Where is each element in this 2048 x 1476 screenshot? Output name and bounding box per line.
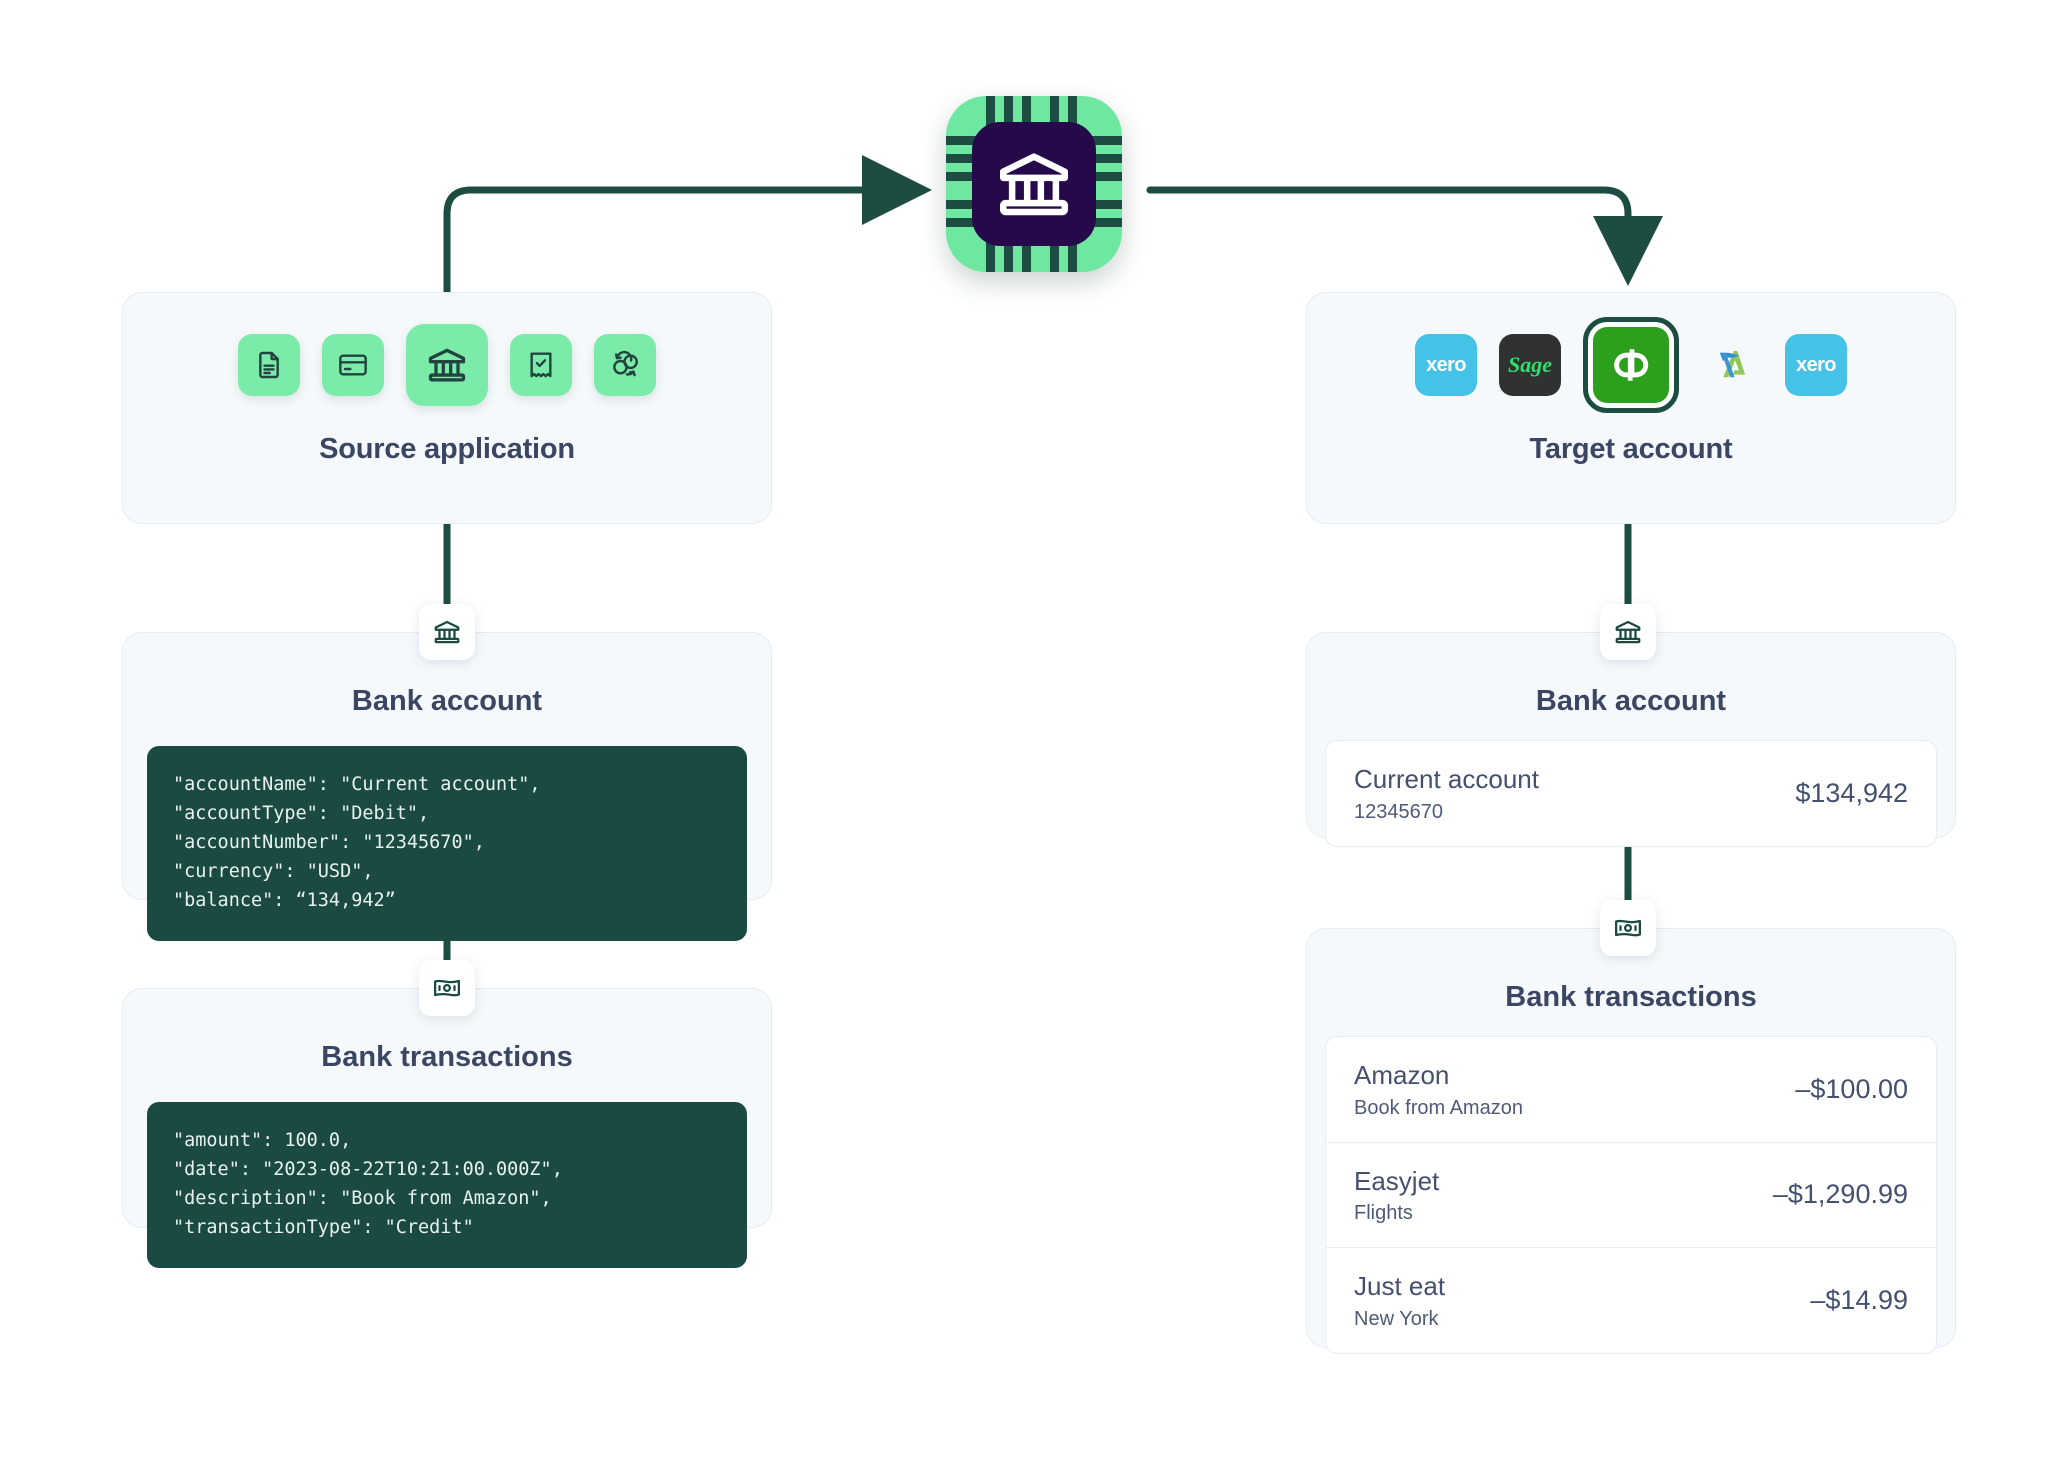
quickbooks-logo[interactable] <box>1583 317 1679 413</box>
target-bank-transactions-rows: Amazon Book from Amazon –$100.00 Easyjet… <box>1325 1036 1937 1354</box>
target-bank-account-card: Bank account Current account 12345670 $1… <box>1306 632 1956 847</box>
qb-glyph <box>1614 349 1649 381</box>
bank-icon <box>972 122 1096 246</box>
source-bank-transactions-title: Bank transactions <box>321 1041 573 1073</box>
list-item[interactable]: Current account 12345670 $134,942 <box>1326 741 1936 846</box>
source-bank-account-code: "accountName": "Current account", "accou… <box>147 746 747 941</box>
source-bank-transactions-card: Bank transactions "amount": 100.0, "date… <box>122 988 772 1268</box>
freeagent-logo[interactable] <box>1701 334 1763 396</box>
freeagent-glyph <box>1719 351 1746 378</box>
document-icon[interactable] <box>238 334 300 396</box>
target-bank-account-title: Bank account <box>1535 685 1727 717</box>
source-bank-transactions-code: "amount": 100.0, "date": "2023-08-22T10:… <box>147 1102 747 1268</box>
table-row[interactable]: Amazon Book from Amazon –$100.00 <box>1326 1037 1936 1142</box>
transaction-amount: –$1,290.99 <box>1772 1179 1908 1210</box>
receipt-check-icon[interactable] <box>510 334 572 396</box>
source-bank-account-title: Bank account <box>351 685 543 717</box>
sage-logo[interactable]: Sage <box>1499 334 1561 396</box>
source-bank-account-card: Bank account "accountName": "Current acc… <box>122 632 772 941</box>
sync-transfer-icon[interactable] <box>594 334 656 396</box>
transaction-merchant: Easyjet <box>1354 1165 1440 1196</box>
account-number: 12345670 <box>1354 800 1443 823</box>
transaction-description: New York <box>1354 1307 1439 1330</box>
target-logo-row: xero Sage <box>1307 293 1955 423</box>
bank-icon-badge <box>1600 604 1656 660</box>
source-icon-row <box>123 293 771 423</box>
xero-logo[interactable]: xero <box>1785 334 1847 396</box>
bank-icon-badge <box>419 604 475 660</box>
target-bank-account-rows: Current account 12345670 $134,942 <box>1325 740 1937 847</box>
target-account-panel: xero Sage <box>1306 292 1956 524</box>
table-row[interactable]: Easyjet Flights –$1,290.99 <box>1326 1141 1936 1248</box>
xero-logo-label: xero <box>1426 353 1466 376</box>
bank-hub-chip <box>946 96 1122 272</box>
account-name: Current account <box>1354 764 1539 794</box>
source-application-panel: Source application <box>122 292 772 524</box>
transaction-amount: –$100.00 <box>1795 1073 1908 1104</box>
transaction-merchant: Just eat <box>1354 1271 1446 1301</box>
table-row[interactable]: Just eat New York –$14.99 <box>1326 1247 1936 1353</box>
bank-icon[interactable] <box>406 324 488 406</box>
account-balance: $134,942 <box>1795 777 1908 808</box>
target-account-title: Target account <box>1529 433 1733 465</box>
target-bank-transactions-title: Bank transactions <box>1505 981 1757 1013</box>
xero-logo[interactable]: xero <box>1415 334 1477 396</box>
transaction-merchant: Amazon <box>1354 1060 1450 1090</box>
xero-logo-label: xero <box>1796 353 1836 376</box>
banknote-icon-badge <box>1600 900 1656 956</box>
quickbooks-mark <box>1593 327 1669 403</box>
transaction-amount: –$14.99 <box>1810 1284 1908 1315</box>
source-application-title: Source application <box>319 433 575 465</box>
sage-logo-label: Sage <box>1508 352 1552 377</box>
banknote-icon-badge <box>419 960 475 1016</box>
credit-card-icon[interactable] <box>322 334 384 396</box>
target-bank-transactions-card: Bank transactions Amazon Book from Amazo… <box>1306 928 1956 1354</box>
transaction-description: Book from Amazon <box>1354 1096 1523 1119</box>
transaction-description: Flights <box>1354 1202 1413 1224</box>
